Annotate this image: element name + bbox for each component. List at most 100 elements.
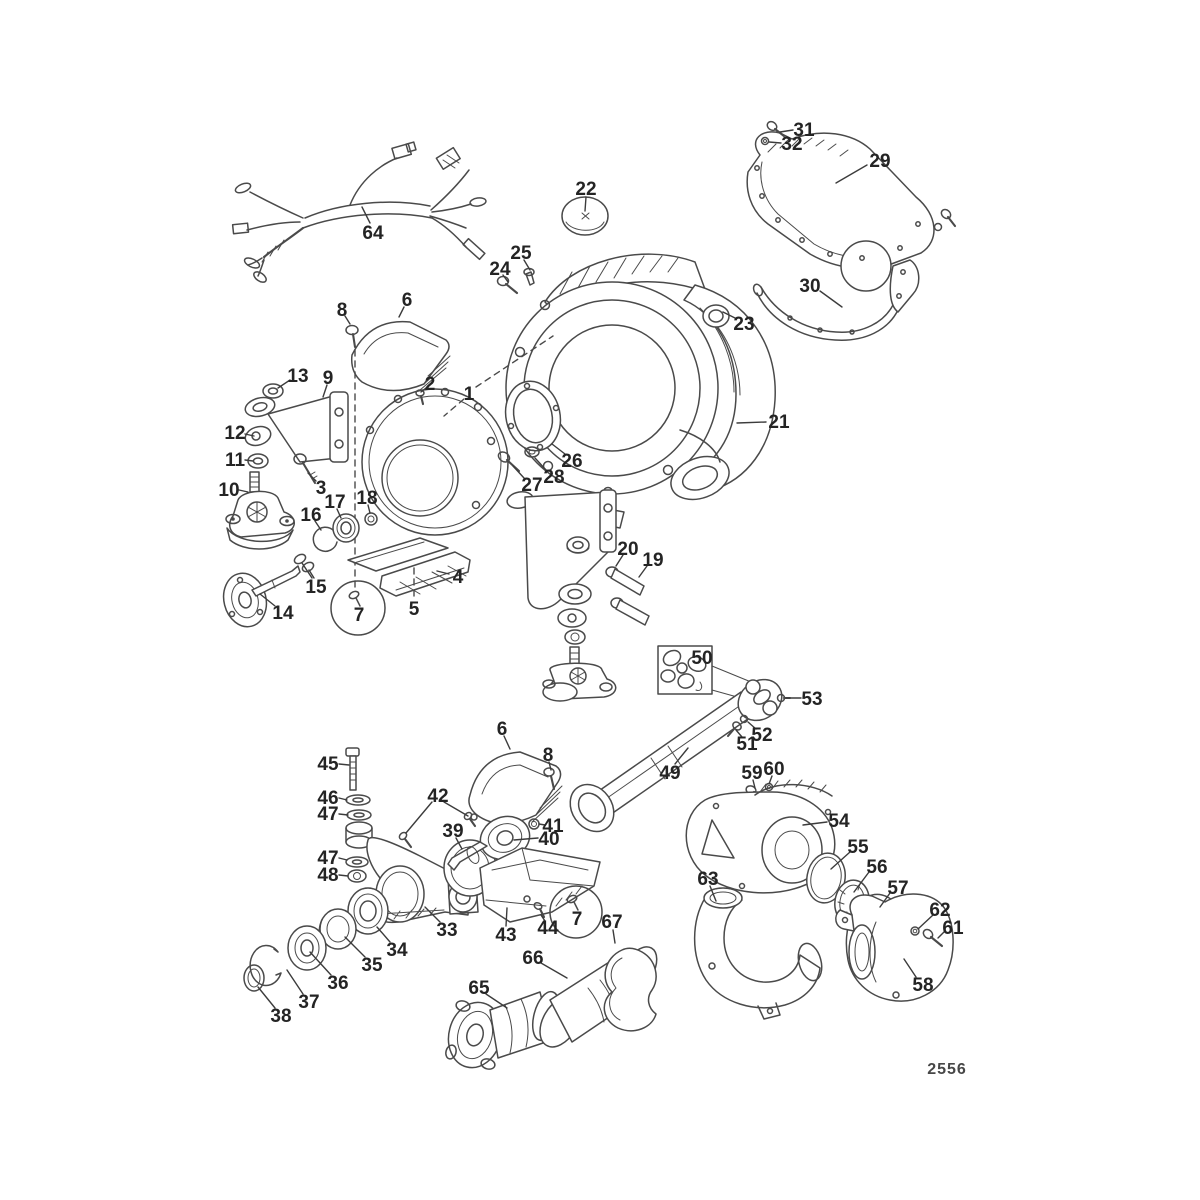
leader-line-29 [835,164,868,184]
callout-59[interactable]: 59 [741,763,762,784]
callout-24[interactable]: 24 [489,259,511,280]
callout-25[interactable]: 25 [510,243,532,264]
leader-line-42 [405,801,433,834]
leader-line-39 [455,837,463,850]
callout-47[interactable]: 47 [317,804,338,825]
callout-66[interactable]: 66 [522,948,543,969]
shield-plate-43-screw-44 [479,847,601,923]
callout-65[interactable]: 65 [468,978,490,999]
leader-line-47 [338,813,349,816]
callout-36[interactable]: 36 [327,973,348,994]
callout-1[interactable]: 1 [464,384,475,405]
leader-line-8 [548,761,552,771]
callout-64[interactable]: 64 [362,223,384,244]
leader-line-64 [361,206,371,224]
callout-26[interactable]: 26 [561,451,582,472]
callout-20[interactable]: 20 [617,539,638,560]
callout-43[interactable]: 43 [495,925,516,946]
callout-63[interactable]: 63 [697,869,718,890]
callout-51[interactable]: 51 [736,734,758,755]
callout-5[interactable]: 5 [409,599,420,620]
leader-line-49 [674,747,689,765]
callout-23[interactable]: 23 [733,314,754,335]
leader-line-54 [802,821,828,826]
callout-39[interactable]: 39 [442,821,463,842]
leader-line-31 [779,129,794,133]
callout-15[interactable]: 15 [305,577,327,598]
callout-61[interactable]: 61 [942,918,964,939]
callout-30[interactable]: 30 [799,276,820,297]
callout-19[interactable]: 19 [642,550,663,571]
callout-42[interactable]: 42 [427,786,448,807]
highlighted-part-7-hotspot-2[interactable] [549,885,603,939]
callout-6[interactable]: 6 [497,719,508,740]
callout-35[interactable]: 35 [361,955,383,976]
callout-32[interactable]: 32 [781,134,802,155]
callout-33[interactable]: 33 [436,920,457,941]
highlight-layer: 77 [330,580,603,939]
leader-line-24 [502,274,509,283]
callout-7-highlighted[interactable]: 7 [572,909,583,930]
callout-21[interactable]: 21 [768,412,790,433]
highlighted-part-7-hotspot-1[interactable] [330,580,386,636]
callout-58[interactable]: 58 [912,975,933,996]
leader-line-30 [819,290,843,308]
callout-53[interactable]: 53 [801,689,822,710]
callout-3[interactable]: 3 [316,478,327,499]
callout-10[interactable]: 10 [218,480,239,501]
leader-line-52 [747,721,757,730]
callout-2[interactable]: 2 [425,374,436,395]
screw-glyph [348,590,360,600]
callout-57[interactable]: 57 [887,878,908,899]
screw-glyph-shaft [355,597,361,607]
callout-13[interactable]: 13 [287,366,308,387]
callout-45[interactable]: 45 [317,754,339,775]
callout-18[interactable]: 18 [356,488,377,509]
callout-44[interactable]: 44 [537,918,559,939]
leader-line-57 [879,892,891,908]
callout-27[interactable]: 27 [521,475,542,496]
callout-11[interactable]: 11 [225,450,246,471]
callout-52[interactable]: 52 [751,725,772,746]
callout-8[interactable]: 8 [337,300,348,321]
callout-14[interactable]: 14 [272,603,294,624]
callout-8[interactable]: 8 [543,745,554,766]
callout-17[interactable]: 17 [324,492,345,513]
callout-47[interactable]: 47 [317,848,338,869]
callout-50[interactable]: 50 [691,648,712,669]
callout-34[interactable]: 34 [386,940,408,961]
callout-6[interactable]: 6 [402,290,413,311]
callout-55[interactable]: 55 [847,837,869,858]
callout-48[interactable]: 48 [317,865,338,886]
callout-12[interactable]: 12 [224,423,245,444]
callout-62[interactable]: 62 [929,900,950,921]
flywheel-housing-21 [505,253,776,529]
snap-ring-16 [312,526,338,553]
leader-line-60 [768,775,773,785]
callout-9[interactable]: 9 [323,368,334,389]
gasket-26-bolt-27-nut-28 [497,380,562,473]
bolt-8-lower [543,767,556,791]
callout-29[interactable]: 29 [869,151,890,172]
leader-line-35 [344,936,366,958]
leader-line-44 [540,914,546,922]
callout-60[interactable]: 60 [763,759,784,780]
callout-46[interactable]: 46 [317,788,338,809]
callout-67[interactable]: 67 [601,912,622,933]
callout-38[interactable]: 38 [270,1006,291,1027]
leader-line-63 [709,885,717,902]
callout-41[interactable]: 41 [542,816,564,837]
gasket-strip-30 [752,259,920,341]
callout-31[interactable]: 31 [793,120,815,141]
callout-56[interactable]: 56 [866,857,887,878]
callout-16[interactable]: 16 [300,505,321,526]
callout-22[interactable]: 22 [575,179,596,200]
shaft-14 [222,565,301,628]
callout-4[interactable]: 4 [453,567,464,588]
callout-37[interactable]: 37 [298,992,319,1013]
callout-54[interactable]: 54 [828,811,850,832]
callout-40[interactable]: 40 [538,829,559,850]
callout-7-highlighted[interactable]: 7 [354,605,365,626]
callout-49[interactable]: 49 [659,763,680,784]
callout-28[interactable]: 28 [543,467,564,488]
